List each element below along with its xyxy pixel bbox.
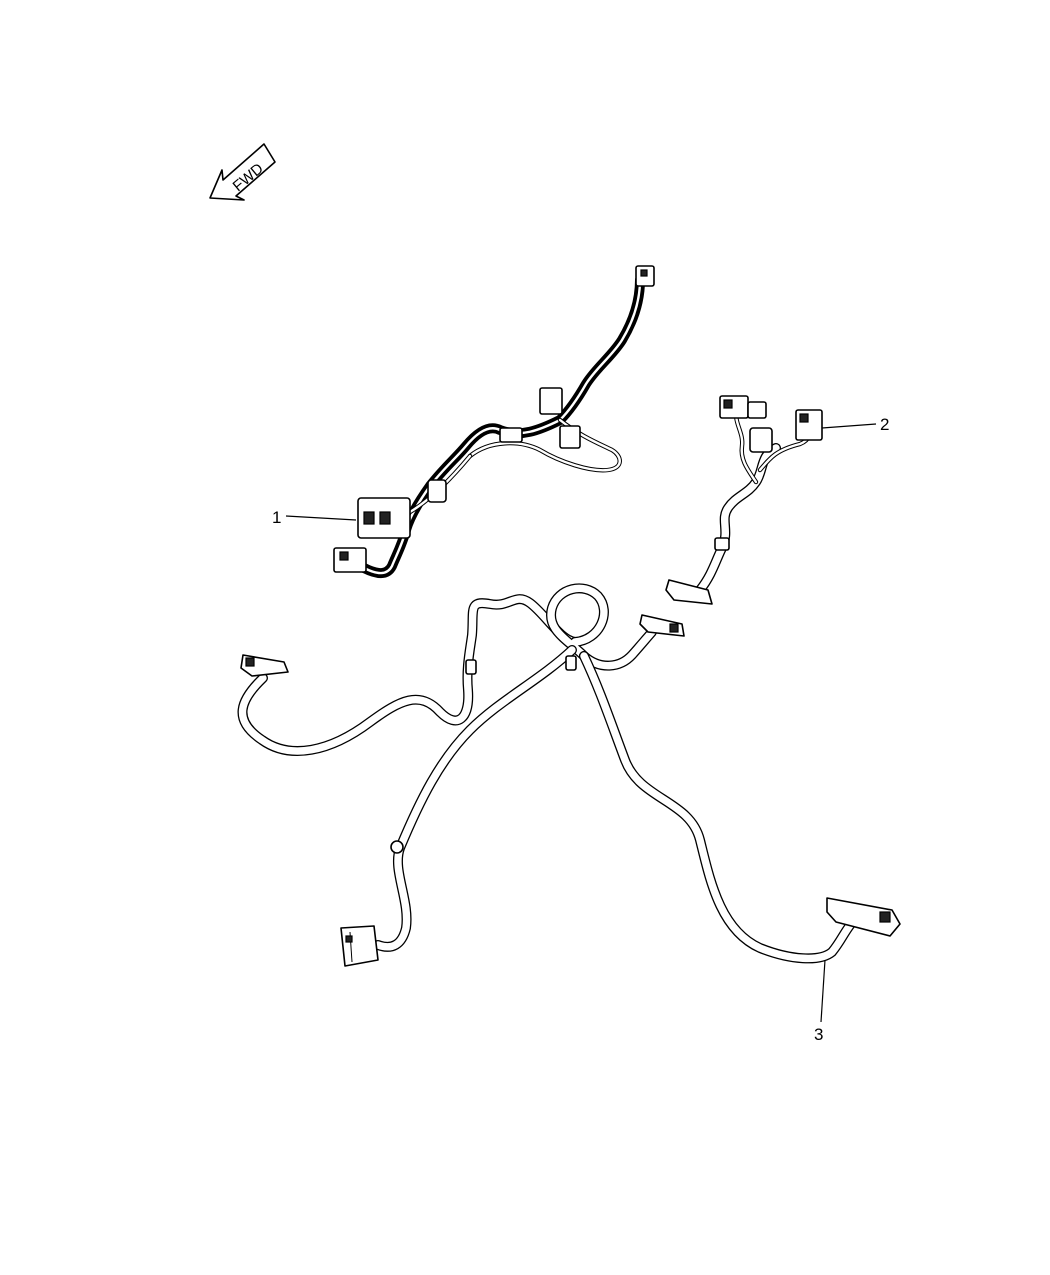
callout-2-label: 2 [880, 415, 889, 434]
harness-3-connector-bottom-left [340, 925, 379, 967]
harness-1 [333, 265, 655, 578]
harness-3-connector-upper-right [639, 614, 685, 637]
harness-2 [665, 395, 823, 605]
callout-2: 2 [821, 415, 889, 434]
forward-arrow-icon: FWD [209, 143, 276, 201]
callout-3: 3 [814, 959, 826, 1044]
callout-3-label: 3 [814, 1025, 823, 1044]
harness-3-connector-left [240, 654, 289, 677]
callout-1-label: 1 [272, 508, 281, 527]
harness-3 [237, 583, 901, 967]
harness-3-connector-bottom-right [826, 897, 901, 937]
callout-1: 1 [272, 508, 357, 527]
